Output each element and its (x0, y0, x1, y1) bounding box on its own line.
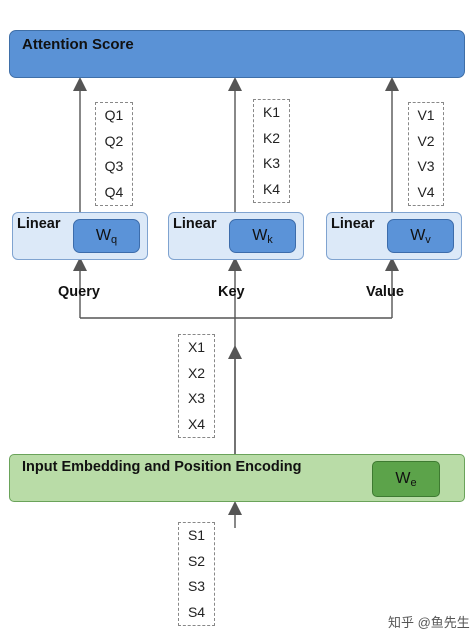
key-token: K3 (262, 155, 281, 171)
s-token-stack: S1 S2 S3 S4 (178, 522, 215, 626)
value-token: V3 (417, 158, 435, 174)
weight-symbol: W (395, 470, 411, 487)
value-token: V2 (417, 132, 435, 149)
embedding-label: Input Embedding and Position Encoding (22, 459, 302, 475)
x-token: X1 (187, 339, 206, 355)
weight-v-box: Wv (387, 219, 454, 253)
weight-symbol: W (95, 227, 111, 244)
weight-q-box: Wq (73, 219, 140, 253)
key-input-label: Key (218, 284, 245, 300)
linear-label: Linear (173, 216, 217, 232)
s-token: S1 (187, 527, 206, 543)
s-token: S4 (187, 603, 206, 620)
weight-subscript: e (410, 477, 417, 489)
weight-symbol: W (252, 227, 268, 244)
attention-score-box (9, 30, 465, 78)
linear-key-box: Linear Wk (168, 212, 304, 260)
linear-query-box: Linear Wq (12, 212, 148, 260)
query-token: Q4 (104, 183, 124, 200)
watermark: 知乎 @鱼先生 (388, 615, 470, 630)
query-token: Q1 (104, 107, 124, 123)
value-token: V1 (417, 107, 435, 123)
x-token-stack: X1 X2 X3 X4 (178, 334, 215, 438)
query-token: Q3 (104, 158, 124, 174)
key-token: K4 (262, 180, 281, 197)
weight-e-box: We (372, 461, 440, 497)
query-input-label: Query (58, 284, 100, 300)
query-token: Q2 (104, 132, 124, 149)
value-input-label: Value (366, 284, 404, 300)
x-token: X3 (187, 390, 206, 406)
x-token: X2 (187, 364, 206, 381)
value-token: V4 (417, 183, 435, 200)
attention-score-label: Attention Score (22, 36, 134, 53)
query-token-stack: Q1 Q2 Q3 Q4 (95, 102, 133, 206)
weight-k-box: Wk (229, 219, 296, 253)
weight-subscript: q (110, 234, 118, 246)
s-token: S2 (187, 552, 206, 569)
weight-subscript: v (425, 234, 431, 246)
weight-symbol: W (410, 227, 426, 244)
x-token: X4 (187, 415, 206, 432)
key-token: K2 (262, 129, 281, 146)
linear-label: Linear (17, 216, 61, 232)
s-token: S3 (187, 578, 206, 594)
key-token-stack: K1 K2 K3 K4 (253, 99, 290, 203)
key-token: K1 (262, 104, 281, 120)
linear-value-box: Linear Wv (326, 212, 462, 260)
value-token-stack: V1 V2 V3 V4 (408, 102, 444, 206)
linear-label: Linear (331, 216, 375, 232)
weight-subscript: k (267, 234, 273, 246)
